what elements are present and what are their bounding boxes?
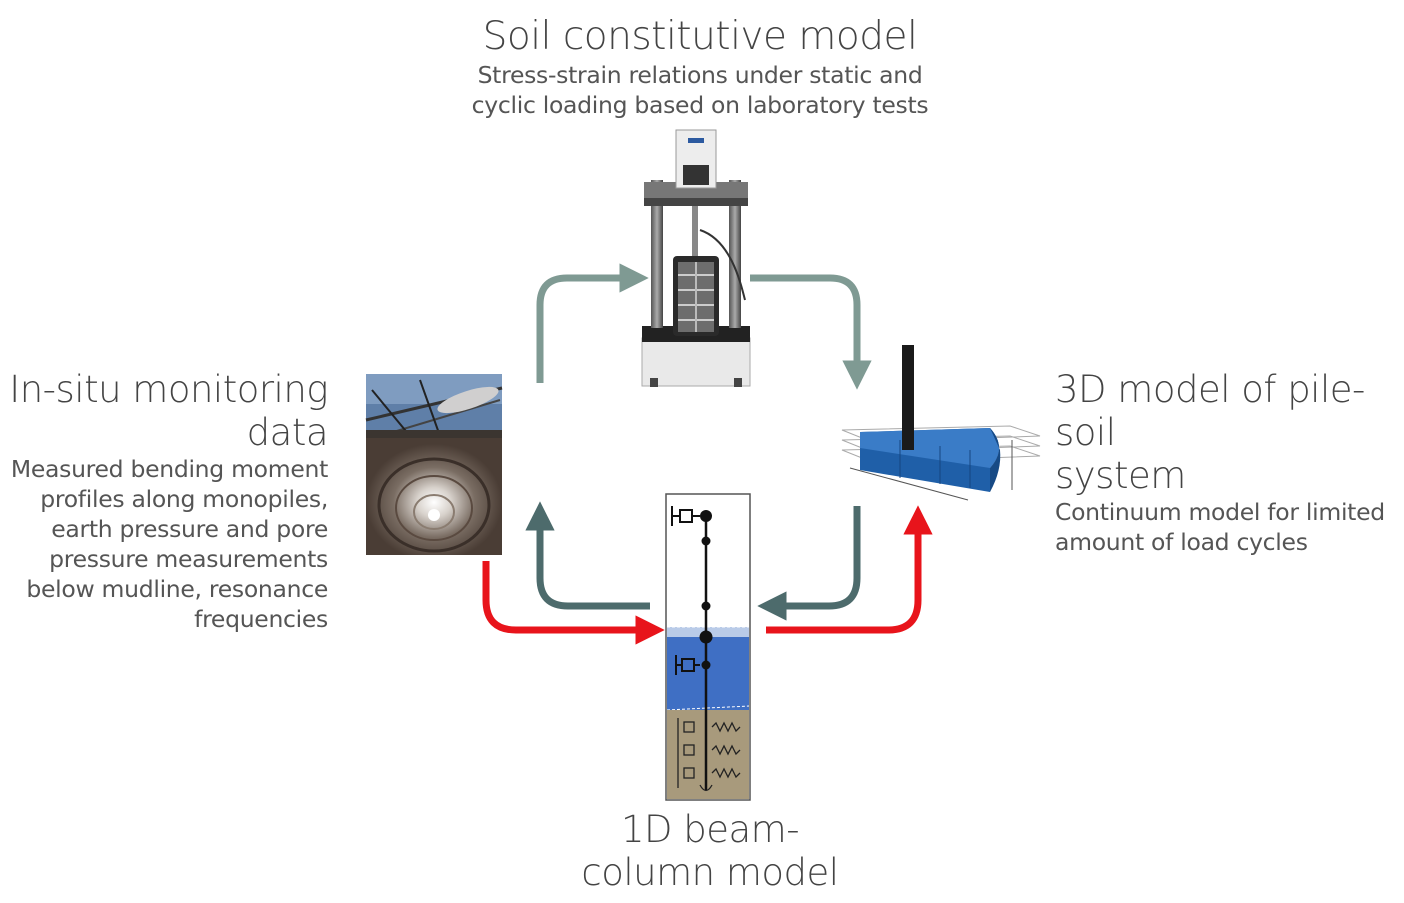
arrow-1d-to-3d-red (766, 505, 933, 634)
3d-model-desc-line: Continuum model for limited (1055, 498, 1385, 526)
1d-model-title-line: column model (581, 851, 839, 894)
in-situ-monitoring-photo (365, 374, 503, 555)
1d-model-title-line: 1D beam- (620, 808, 800, 851)
monitoring-data-label: In-situ monitoring data Measured bending… (8, 368, 328, 634)
arrow-monitoring-to-constitutive (536, 263, 649, 383)
monitoring-desc-line: below mudline, resonance (26, 575, 328, 603)
constitutive-model-label: Soil constitutive model Stress-strain re… (420, 14, 980, 120)
constitutive-model-title: Soil constitutive model (482, 14, 918, 59)
3d-model-title-line: 3D model of pile-soil (1055, 368, 1365, 454)
3d-pile-soil-model-image (841, 345, 1041, 501)
monitoring-desc-line: profiles along monopiles, (40, 485, 328, 513)
monitoring-desc-line: Measured bending moment (10, 455, 328, 483)
1d-model-label: 1D beam- column model (560, 808, 860, 894)
3d-model-desc-line: amount of load cycles (1055, 528, 1308, 556)
monitoring-desc-line: frequencies (194, 605, 328, 633)
1d-beam-column-model-image (665, 493, 751, 801)
monitoring-title-line: data (246, 411, 329, 454)
monitoring-desc-line: pressure measurements (49, 545, 328, 573)
triaxial-test-device-image (641, 129, 751, 387)
monitoring-title-line: In-situ monitoring (9, 368, 328, 411)
monitoring-desc-line: earth pressure and pore (51, 515, 328, 543)
arrow-3d-to-1d (757, 506, 861, 621)
constitutive-model-desc-line: cyclic loading based on laboratory tests (471, 91, 929, 119)
3d-model-title-line: system (1055, 454, 1186, 497)
constitutive-model-desc-line: Stress-strain relations under static and (477, 61, 923, 89)
3d-model-label: 3D model of pile-soil system Continuum m… (1055, 368, 1400, 557)
arrow-monitoring-to-1d-red (482, 561, 665, 645)
arrow-1d-to-upper-left (525, 501, 650, 610)
arrow-constitutive-to-3d (750, 274, 872, 390)
